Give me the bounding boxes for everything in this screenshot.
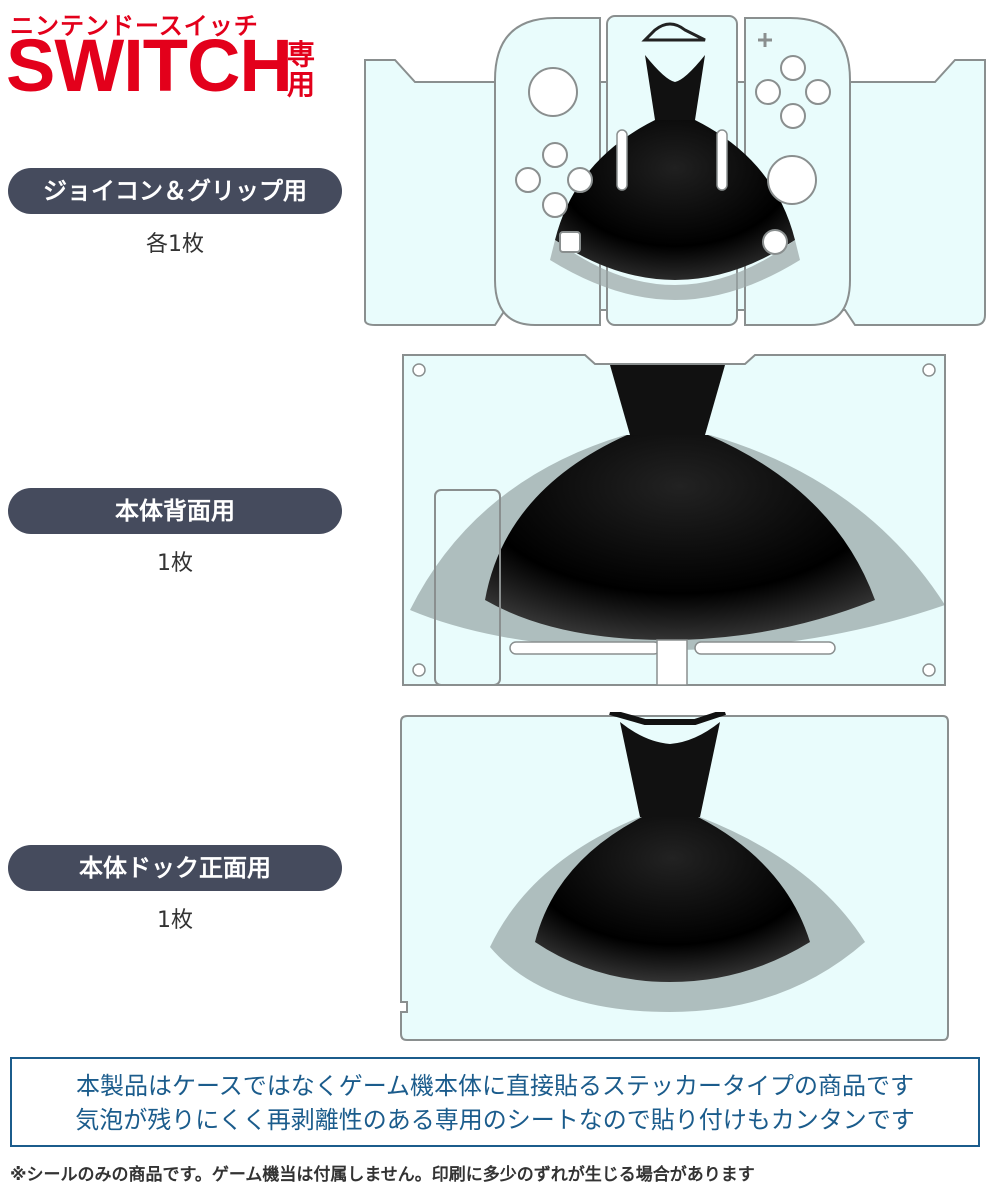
brand-subtitle: ニンテンドースイッチ bbox=[10, 12, 259, 40]
x-button-icon bbox=[780, 55, 806, 81]
y-button-icon bbox=[755, 79, 781, 105]
dpad-down-icon bbox=[542, 192, 568, 218]
rail-slot-right bbox=[716, 129, 728, 191]
dress-illustration bbox=[550, 22, 800, 300]
dpad-up-icon bbox=[542, 142, 568, 168]
right-stick-icon bbox=[767, 155, 817, 205]
notice-line-2: 気泡が残りにくく再剥離性のある専用のシートなので貼り付けもカンタンです bbox=[75, 1106, 915, 1134]
vent-slot-right bbox=[694, 641, 836, 655]
joycon-grip-sticker bbox=[364, 15, 986, 326]
section-count-joycon-grip: 各1枚 bbox=[146, 232, 204, 257]
section-count-back: 1枚 bbox=[157, 551, 193, 576]
dpad-right-icon bbox=[567, 167, 593, 193]
port-cutout bbox=[656, 639, 688, 686]
section-label-back: 本体背面用 bbox=[8, 488, 342, 534]
dock-front-sticker bbox=[400, 712, 949, 1041]
notice-box: 本製品はケースではなくゲーム機本体に直接貼るステッカータイプの商品です 気泡が残… bbox=[10, 1057, 980, 1147]
left-stick-icon bbox=[528, 67, 578, 117]
plus-button-icon bbox=[758, 33, 772, 47]
vent-slot-left bbox=[509, 641, 661, 655]
dpad-left-icon bbox=[515, 167, 541, 193]
section-label-joycon-grip: ジョイコン＆グリップ用 bbox=[8, 168, 342, 214]
home-button-icon bbox=[762, 229, 788, 255]
a-button-icon bbox=[805, 79, 831, 105]
screw-hole-icon bbox=[412, 663, 426, 677]
brand-suffix: 専用 bbox=[287, 38, 316, 101]
screw-hole-icon bbox=[922, 663, 936, 677]
notice-line-1: 本製品はケースではなくゲーム機本体に直接貼るステッカータイプの商品です bbox=[75, 1072, 915, 1100]
rail-slot-left bbox=[616, 129, 628, 191]
footnote: ※シールのみの商品です。ゲーム機当は付属しません。印刷に多少のずれが生じる場合が… bbox=[10, 1165, 755, 1185]
section-count-dock-front: 1枚 bbox=[157, 908, 193, 933]
brand-title: SWITCH bbox=[6, 24, 293, 107]
capture-button-icon bbox=[559, 231, 581, 253]
section-label-dock-front: 本体ドック正面用 bbox=[8, 845, 342, 891]
screw-hole-icon bbox=[412, 363, 426, 377]
kickstand-outline bbox=[434, 489, 501, 686]
dress-illustration bbox=[490, 712, 865, 1012]
b-button-icon bbox=[780, 103, 806, 129]
back-sticker bbox=[402, 354, 946, 686]
screw-hole-icon bbox=[922, 363, 936, 377]
dress-illustration bbox=[410, 365, 945, 650]
